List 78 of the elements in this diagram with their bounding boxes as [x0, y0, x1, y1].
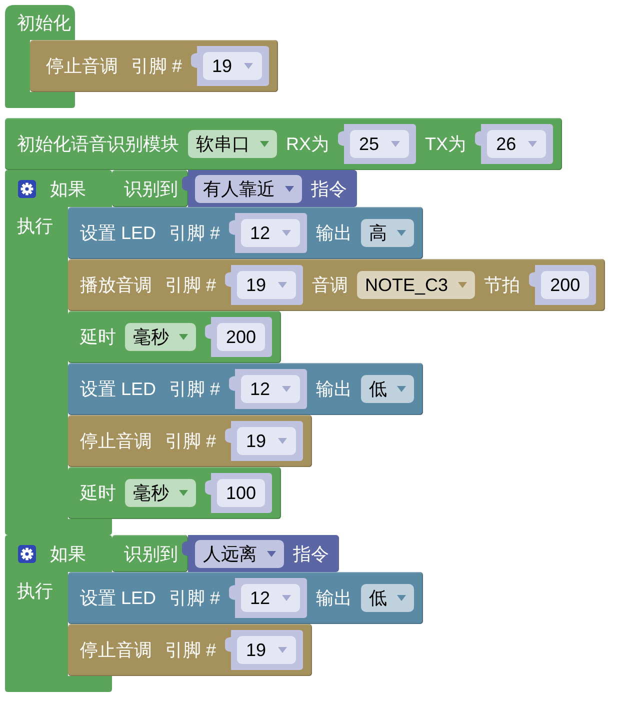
- block-label: 节拍: [484, 274, 520, 296]
- number-dropdown: 19: [237, 427, 296, 455]
- dropdown-field: 低: [361, 375, 414, 403]
- value-block: [475, 124, 554, 164]
- dropdown-field: 人远离: [195, 540, 284, 568]
- block-label: RX为: [286, 133, 330, 155]
- block-label: 设置 LED: [80, 378, 156, 400]
- value-block: [205, 473, 272, 513]
- block-label: 输出: [316, 222, 352, 244]
- number-dropdown: 12: [241, 375, 300, 403]
- block-label: 设置 LED: [80, 587, 156, 609]
- dropdown-field: 高: [361, 219, 414, 247]
- block-label: 引脚 #: [169, 378, 220, 400]
- number-field: 200: [541, 271, 590, 299]
- number-dropdown: 12: [241, 584, 300, 612]
- block-label: 指令: [293, 542, 329, 564]
- number-dropdown: 12: [241, 219, 300, 247]
- dropdown-field: 有人靠近: [195, 174, 302, 202]
- value-block: [229, 578, 308, 618]
- value-block: [229, 369, 308, 409]
- dropdown-field: NOTE_C3: [357, 271, 476, 299]
- number-field: 100: [217, 479, 266, 507]
- block-label: 停止音调: [46, 55, 118, 77]
- value-block: [529, 265, 596, 305]
- block-label: 初始化语音识别模块: [17, 133, 179, 155]
- block-label: 识别到: [124, 178, 178, 200]
- value-block: [191, 46, 270, 86]
- block-label: 延时: [80, 482, 116, 504]
- block-label: 停止音调: [80, 430, 152, 452]
- block-label: 引脚 #: [165, 274, 216, 296]
- block-label: 输出: [316, 587, 352, 609]
- command-block: [182, 170, 357, 207]
- block-label: 停止音调: [80, 639, 152, 661]
- block-label: 执行: [17, 216, 53, 236]
- block-label: 输出: [316, 378, 352, 400]
- block-label: 引脚 #: [165, 639, 216, 661]
- block-label: TX为: [425, 133, 466, 155]
- block-label: 如果: [50, 178, 86, 200]
- block-label: 引脚 #: [131, 55, 182, 77]
- statement-block: [68, 311, 282, 363]
- block-label: 设置 LED: [80, 222, 156, 244]
- dropdown-field: 软串口: [188, 130, 277, 158]
- dropdown-field: 低: [361, 584, 414, 612]
- statement-block: [5, 118, 562, 170]
- value-block: [229, 213, 308, 253]
- statement-block: [68, 363, 424, 415]
- number-field: 200: [217, 323, 266, 351]
- block-label: 初始化: [17, 12, 71, 34]
- block-label: 执行: [17, 581, 53, 601]
- statement-block: [68, 207, 424, 259]
- number-dropdown: 19: [203, 52, 262, 80]
- block-label: 如果: [50, 542, 86, 564]
- block-label: 延时: [80, 326, 116, 348]
- statement-block: [68, 415, 312, 467]
- value-block: [205, 317, 272, 357]
- value-block: [225, 265, 304, 305]
- dropdown-field: 毫秒: [125, 323, 196, 351]
- block-label: 引脚 #: [169, 587, 220, 609]
- number-dropdown: 25: [350, 130, 410, 158]
- number-dropdown: 19: [237, 271, 296, 299]
- statement-block: [68, 259, 606, 311]
- command-block: [182, 535, 339, 572]
- value-block: [225, 421, 304, 461]
- statement-block: [68, 572, 424, 624]
- statement-block: [68, 624, 312, 676]
- block-label: 引脚 #: [165, 430, 216, 452]
- number-dropdown: 26: [487, 130, 546, 158]
- block-label: 播放音调: [80, 274, 152, 296]
- value-block: [225, 630, 304, 670]
- block-label: 指令: [311, 178, 347, 200]
- dropdown-field: 毫秒: [125, 479, 196, 507]
- statement-block: [30, 40, 278, 92]
- block-label: 识别到: [124, 542, 178, 564]
- value-block: [338, 124, 416, 164]
- block-label: 引脚 #: [169, 222, 220, 244]
- number-dropdown: 19: [237, 636, 296, 664]
- statement-block: [68, 467, 282, 519]
- block-label: 音调: [312, 274, 348, 296]
